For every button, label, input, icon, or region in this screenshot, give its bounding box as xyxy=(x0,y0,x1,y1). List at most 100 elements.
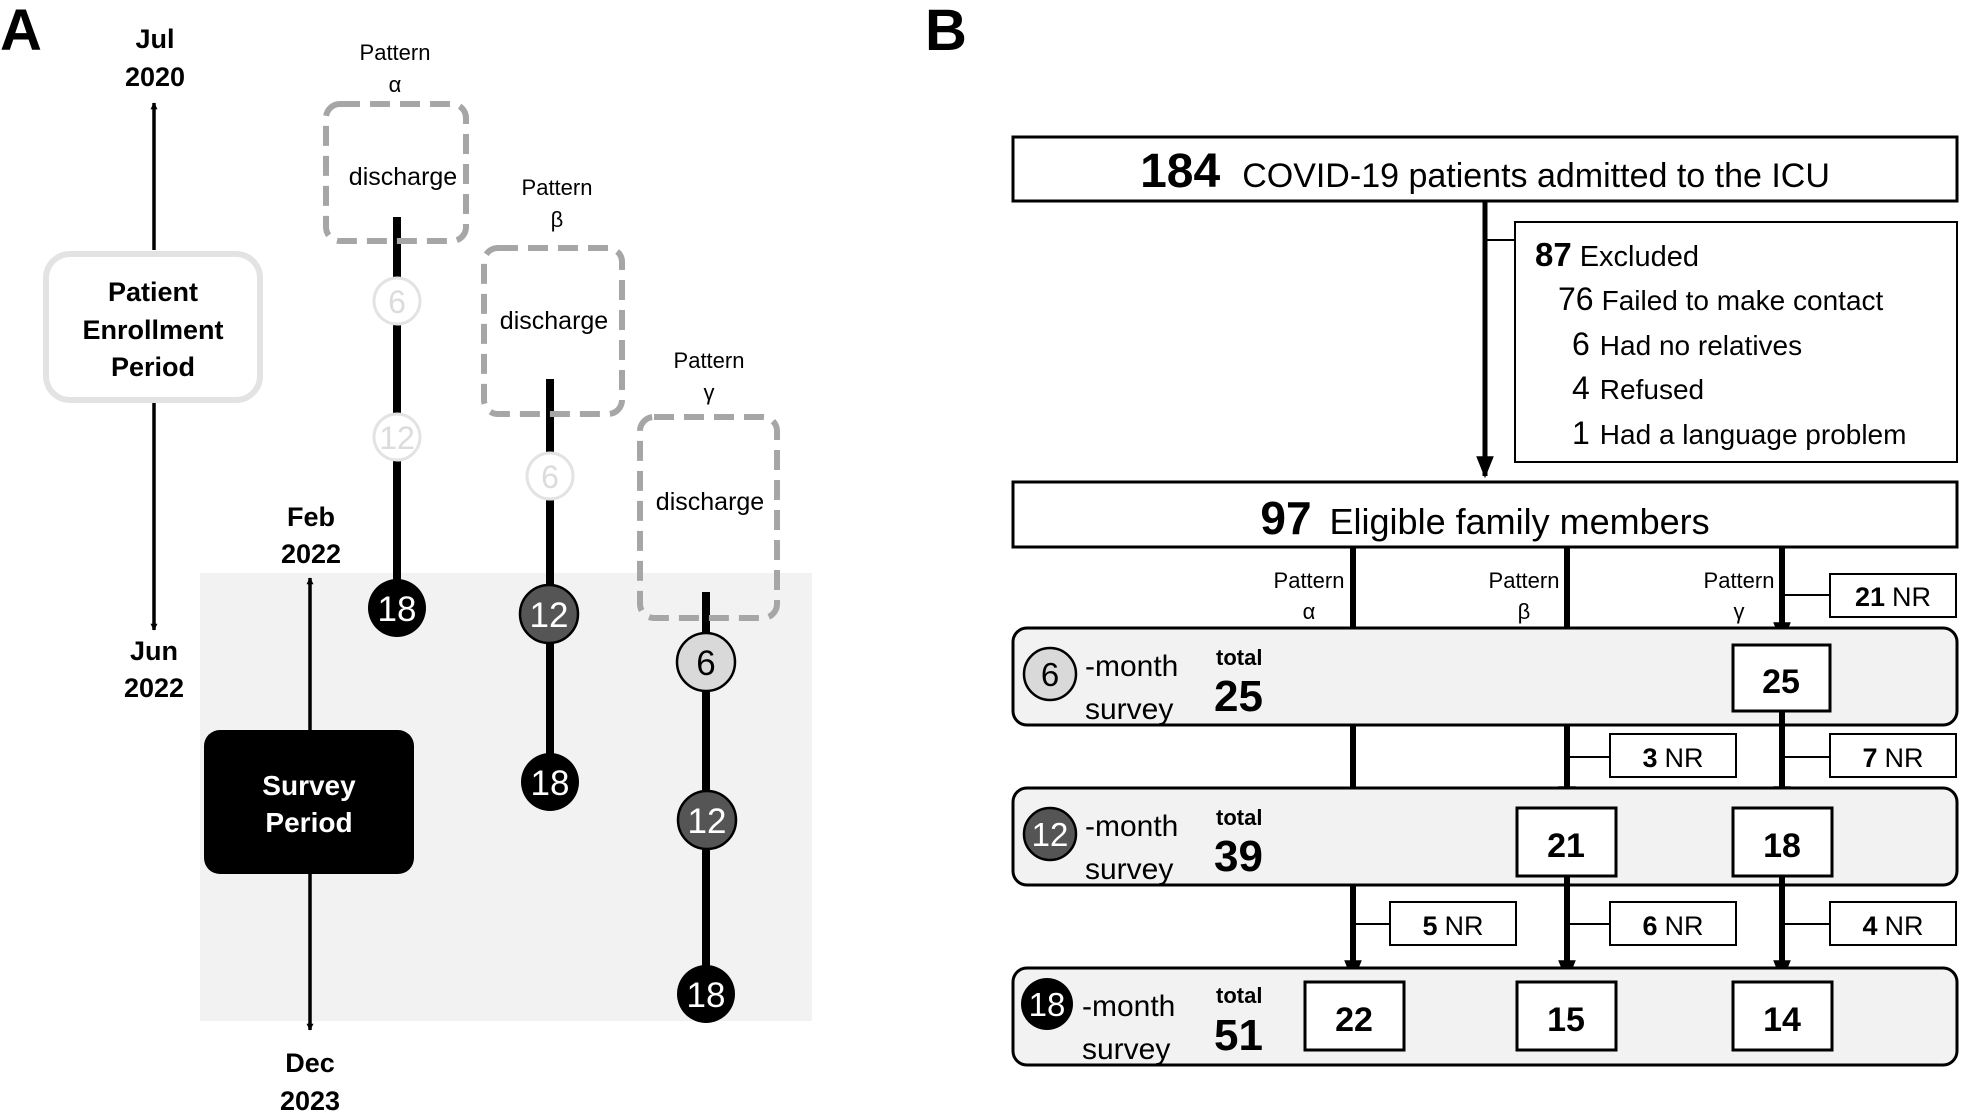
pattern-alpha-month-18-marker xyxy=(368,579,426,637)
survey-18-month-marker xyxy=(1021,978,1073,1030)
pattern-gamma-greek: γ xyxy=(704,380,715,405)
pattern-gamma-timeline: Pattern γ discharge 6 12 18 xyxy=(637,348,780,1023)
survey-end-month: Dec xyxy=(285,1048,335,1078)
pattern-beta-discharge-box xyxy=(481,245,625,417)
enrollment-title-line-3: Period xyxy=(111,352,195,382)
survey-start-month: Feb xyxy=(287,502,335,532)
pattern-label-alpha-greek: α xyxy=(1303,599,1316,624)
pattern-beta-discharge-label: discharge xyxy=(500,307,608,335)
panel-a-label: A xyxy=(0,0,42,63)
admitted-text: 184 COVID-19 patients admitted to the ICU xyxy=(1140,145,1830,198)
survey-12-month-suffix: -month xyxy=(1085,810,1178,843)
survey-12-month-total-label: total xyxy=(1216,805,1262,830)
survey-period-box xyxy=(204,730,414,874)
enrollment-period-box xyxy=(43,251,263,403)
panel-b: B 184 COVID-19 patients admitted to the I… xyxy=(925,0,1959,1067)
eligible-box xyxy=(1011,480,1959,549)
enrollment-timeline: Jul 2020 Patient Enrollment Period Jun 2… xyxy=(43,24,263,703)
survey-6-month-marker xyxy=(1022,646,1078,702)
excluded-count: 87 xyxy=(1535,236,1572,273)
survey-12-month-number: 12 xyxy=(1032,816,1069,853)
survey-end-year: 2023 xyxy=(280,1086,340,1112)
survey-6-month-total-label: total xyxy=(1216,645,1262,670)
pattern-alpha-timeline: Pattern α discharge 6 12 18 xyxy=(323,40,469,637)
pattern-alpha-month-6-label: 6 xyxy=(388,284,406,320)
survey-6-month-suffix: -month xyxy=(1085,650,1178,683)
pattern-label-alpha-word: Pattern xyxy=(1274,568,1345,593)
pattern-beta-word: Pattern xyxy=(522,175,593,200)
pattern-beta-month-18-label: 18 xyxy=(531,764,570,803)
admitted-description: COVID-19 patients admitted to the ICU xyxy=(1242,157,1830,195)
excluded-label: Excluded xyxy=(1580,241,1699,273)
pattern-beta-month-12-marker xyxy=(518,583,580,645)
count-beta-12-month: 21 xyxy=(1547,827,1585,865)
survey-18-month-total: 51 xyxy=(1214,1011,1263,1060)
pattern-gamma-word: Pattern xyxy=(674,348,745,373)
survey-row-6-month xyxy=(1011,626,1959,727)
pattern-beta-month-6-label: 6 xyxy=(541,459,559,495)
excluded-box xyxy=(1514,221,1958,463)
pattern-alpha-month-12-label: 12 xyxy=(379,420,415,456)
pattern-gamma-month-12-label: 12 xyxy=(688,802,727,841)
count-gamma-6-month: 25 xyxy=(1762,663,1800,701)
survey-timeline: Feb 2022 Survey Period Dec 2023 xyxy=(204,502,414,1112)
pattern-alpha-discharge-label: discharge xyxy=(349,163,457,191)
pattern-beta-month-6-marker xyxy=(525,451,575,501)
survey-start-year: 2022 xyxy=(281,539,341,569)
survey-18-month-suffix: -month xyxy=(1082,990,1175,1023)
pattern-alpha-month-18-label: 18 xyxy=(378,590,417,629)
survey-row-12-month xyxy=(1011,786,1959,887)
pattern-beta-month-18-marker xyxy=(521,753,579,811)
pattern-alpha-word: Pattern xyxy=(360,40,431,65)
count-box-beta-18-month xyxy=(1515,980,1618,1052)
pattern-alpha-month-12-marker xyxy=(372,412,422,462)
nr-box-gamma-6-12 xyxy=(1829,733,1957,778)
survey-18-month-total-label: total xyxy=(1216,983,1262,1008)
count-beta-18-month: 15 xyxy=(1547,1001,1585,1039)
pattern-label-gamma-greek: γ xyxy=(1734,599,1745,624)
pattern-label-beta-word: Pattern xyxy=(1489,568,1560,593)
survey-title-line-1: Survey xyxy=(262,770,356,801)
pattern-beta-month-12-label: 12 xyxy=(530,596,569,635)
survey-row-18-month xyxy=(1011,966,1959,1067)
admitted-count: 184 xyxy=(1140,145,1220,198)
survey-18-month-number: 18 xyxy=(1029,986,1066,1023)
nr-box-beta-12-18 xyxy=(1609,901,1737,946)
survey-12-month-marker xyxy=(1022,806,1078,862)
pattern-label-beta-greek: β xyxy=(1518,599,1531,624)
count-alpha-18-month: 22 xyxy=(1335,1001,1373,1039)
enrollment-start-month: Jul xyxy=(135,24,174,54)
pattern-alpha-month-6-marker xyxy=(372,276,422,326)
survey-6-month-total: 25 xyxy=(1214,672,1263,721)
eligible-description: Eligible family members xyxy=(1330,501,1710,542)
survey-6-month-word: survey xyxy=(1085,693,1173,726)
panel-a: A Jul 2020 Patient Enrollment Period Jun… xyxy=(0,0,812,1112)
enrollment-title-line-1: Patient xyxy=(108,277,198,307)
survey-title-line-2: Period xyxy=(265,807,352,838)
pattern-beta-timeline: Pattern β discharge 6 12 18 xyxy=(481,175,625,811)
survey-6-month-number: 6 xyxy=(1041,656,1059,693)
nr-box-gamma-initial xyxy=(1829,573,1957,618)
pattern-gamma-month-12-marker xyxy=(676,789,738,851)
enrollment-title-line-2: Enrollment xyxy=(82,315,223,345)
panel-b-label: B xyxy=(925,0,967,63)
admitted-box xyxy=(1011,135,1959,203)
pattern-gamma-discharge-label: discharge xyxy=(656,488,764,516)
count-gamma-18-month: 14 xyxy=(1763,1001,1801,1039)
count-box-alpha-18-month xyxy=(1303,980,1406,1052)
count-gamma-12-month: 18 xyxy=(1763,827,1801,865)
pattern-gamma-month-18-label: 18 xyxy=(687,976,726,1015)
survey-12-month-total: 39 xyxy=(1214,832,1263,881)
enrollment-end-month: Jun xyxy=(130,636,178,666)
